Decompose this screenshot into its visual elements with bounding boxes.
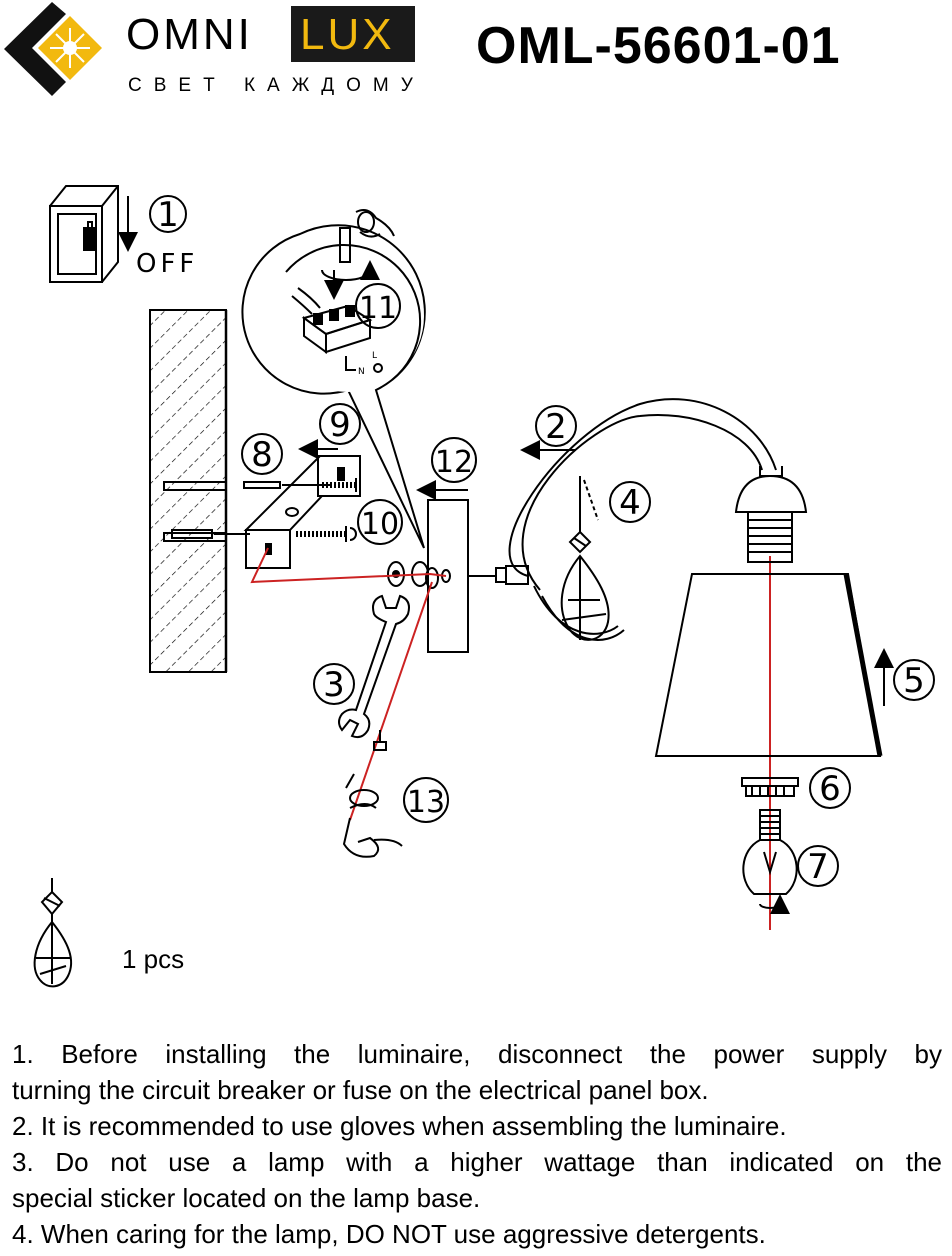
brand-logo-mark: [4, 2, 102, 96]
instruction-line: 4. When caring for the lamp, DO NOT use …: [12, 1219, 766, 1249]
step-5: 5: [903, 661, 925, 701]
step-6: 6: [819, 769, 841, 809]
brand-name-omni: OMNI: [126, 10, 253, 59]
wall-plate: [427, 499, 469, 653]
step-10: 10: [361, 507, 399, 542]
instruction-line: special sticker located on the lamp base…: [12, 1183, 481, 1213]
connector-13: [373, 730, 387, 751]
crystal-quantity: 1 pcs: [122, 944, 185, 974]
step-9: 9: [329, 405, 351, 445]
instruction-line: turning the circuit breaker or fuse on t…: [12, 1075, 709, 1105]
bracket-screw-lower: [296, 526, 357, 542]
bracket-screw-upper: [322, 478, 357, 492]
terminal-block-icon: [291, 287, 383, 373]
step-11: 11: [359, 291, 397, 326]
step-8: 8: [251, 435, 273, 475]
installation-diagram: 1 OFF 2 3 4 5 6 7 8 9 10 11 12 13 N L: [33, 185, 935, 988]
screwdriver-hand-icon: [321, 209, 395, 300]
step-12: 12: [435, 445, 473, 480]
model-number: OML-56601-01: [476, 17, 841, 75]
crystal-pendant-icon: [560, 476, 610, 641]
brand-name-lux: LUX: [300, 10, 395, 59]
step-4: 4: [619, 483, 641, 523]
brand-tagline: СВЕТ КАЖДОМУ: [128, 75, 425, 96]
instruction-line: 2. It is recommended to use gloves when …: [12, 1111, 787, 1141]
lamp-holder: [734, 466, 808, 563]
hand-13-icon: [342, 773, 403, 858]
step-3: 3: [323, 665, 345, 705]
instructions-list: 1. Before installing the luminaire, disc…: [12, 1036, 942, 1252]
circuit-breaker-icon: [49, 185, 119, 283]
shade-ring-nut: [741, 777, 799, 797]
light-bulb-icon: [742, 809, 798, 915]
brand-lux-box: [291, 6, 415, 62]
terminal-l-label: L: [372, 351, 377, 361]
spare-crystal-icon: [33, 878, 73, 988]
wrench-icon: [338, 594, 410, 739]
step-13: 13: [407, 785, 445, 820]
step-2: 2: [545, 407, 567, 447]
instruction-line: 3. Do not use a lamp with a higher watta…: [12, 1147, 942, 1177]
instruction-line: 1. Before installing the luminaire, disc…: [12, 1039, 942, 1069]
step-1: 1: [157, 195, 179, 235]
step-7: 7: [807, 847, 829, 887]
off-label: OFF: [136, 249, 198, 279]
terminal-n-label: N: [358, 367, 365, 377]
lampshade: [654, 573, 883, 757]
